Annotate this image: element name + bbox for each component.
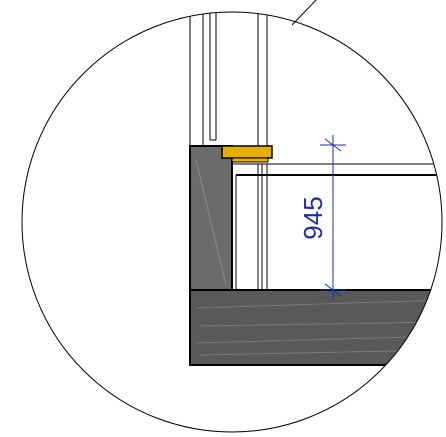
detail-content: 945	[189, 12, 442, 366]
opening-lines	[231, 163, 442, 290]
detail-circle	[21, 11, 443, 433]
dimension-label: 945	[298, 196, 328, 239]
sill-board	[221, 145, 273, 159]
wall-section	[189, 145, 233, 293]
callout-leader-line	[291, 0, 317, 26]
sill-board-lip	[231, 157, 269, 163]
wall-hatch-line	[195, 159, 227, 286]
dimension-line	[320, 135, 346, 300]
slab-hatch-lines	[195, 299, 442, 356]
frame-lines	[189, 12, 268, 146]
